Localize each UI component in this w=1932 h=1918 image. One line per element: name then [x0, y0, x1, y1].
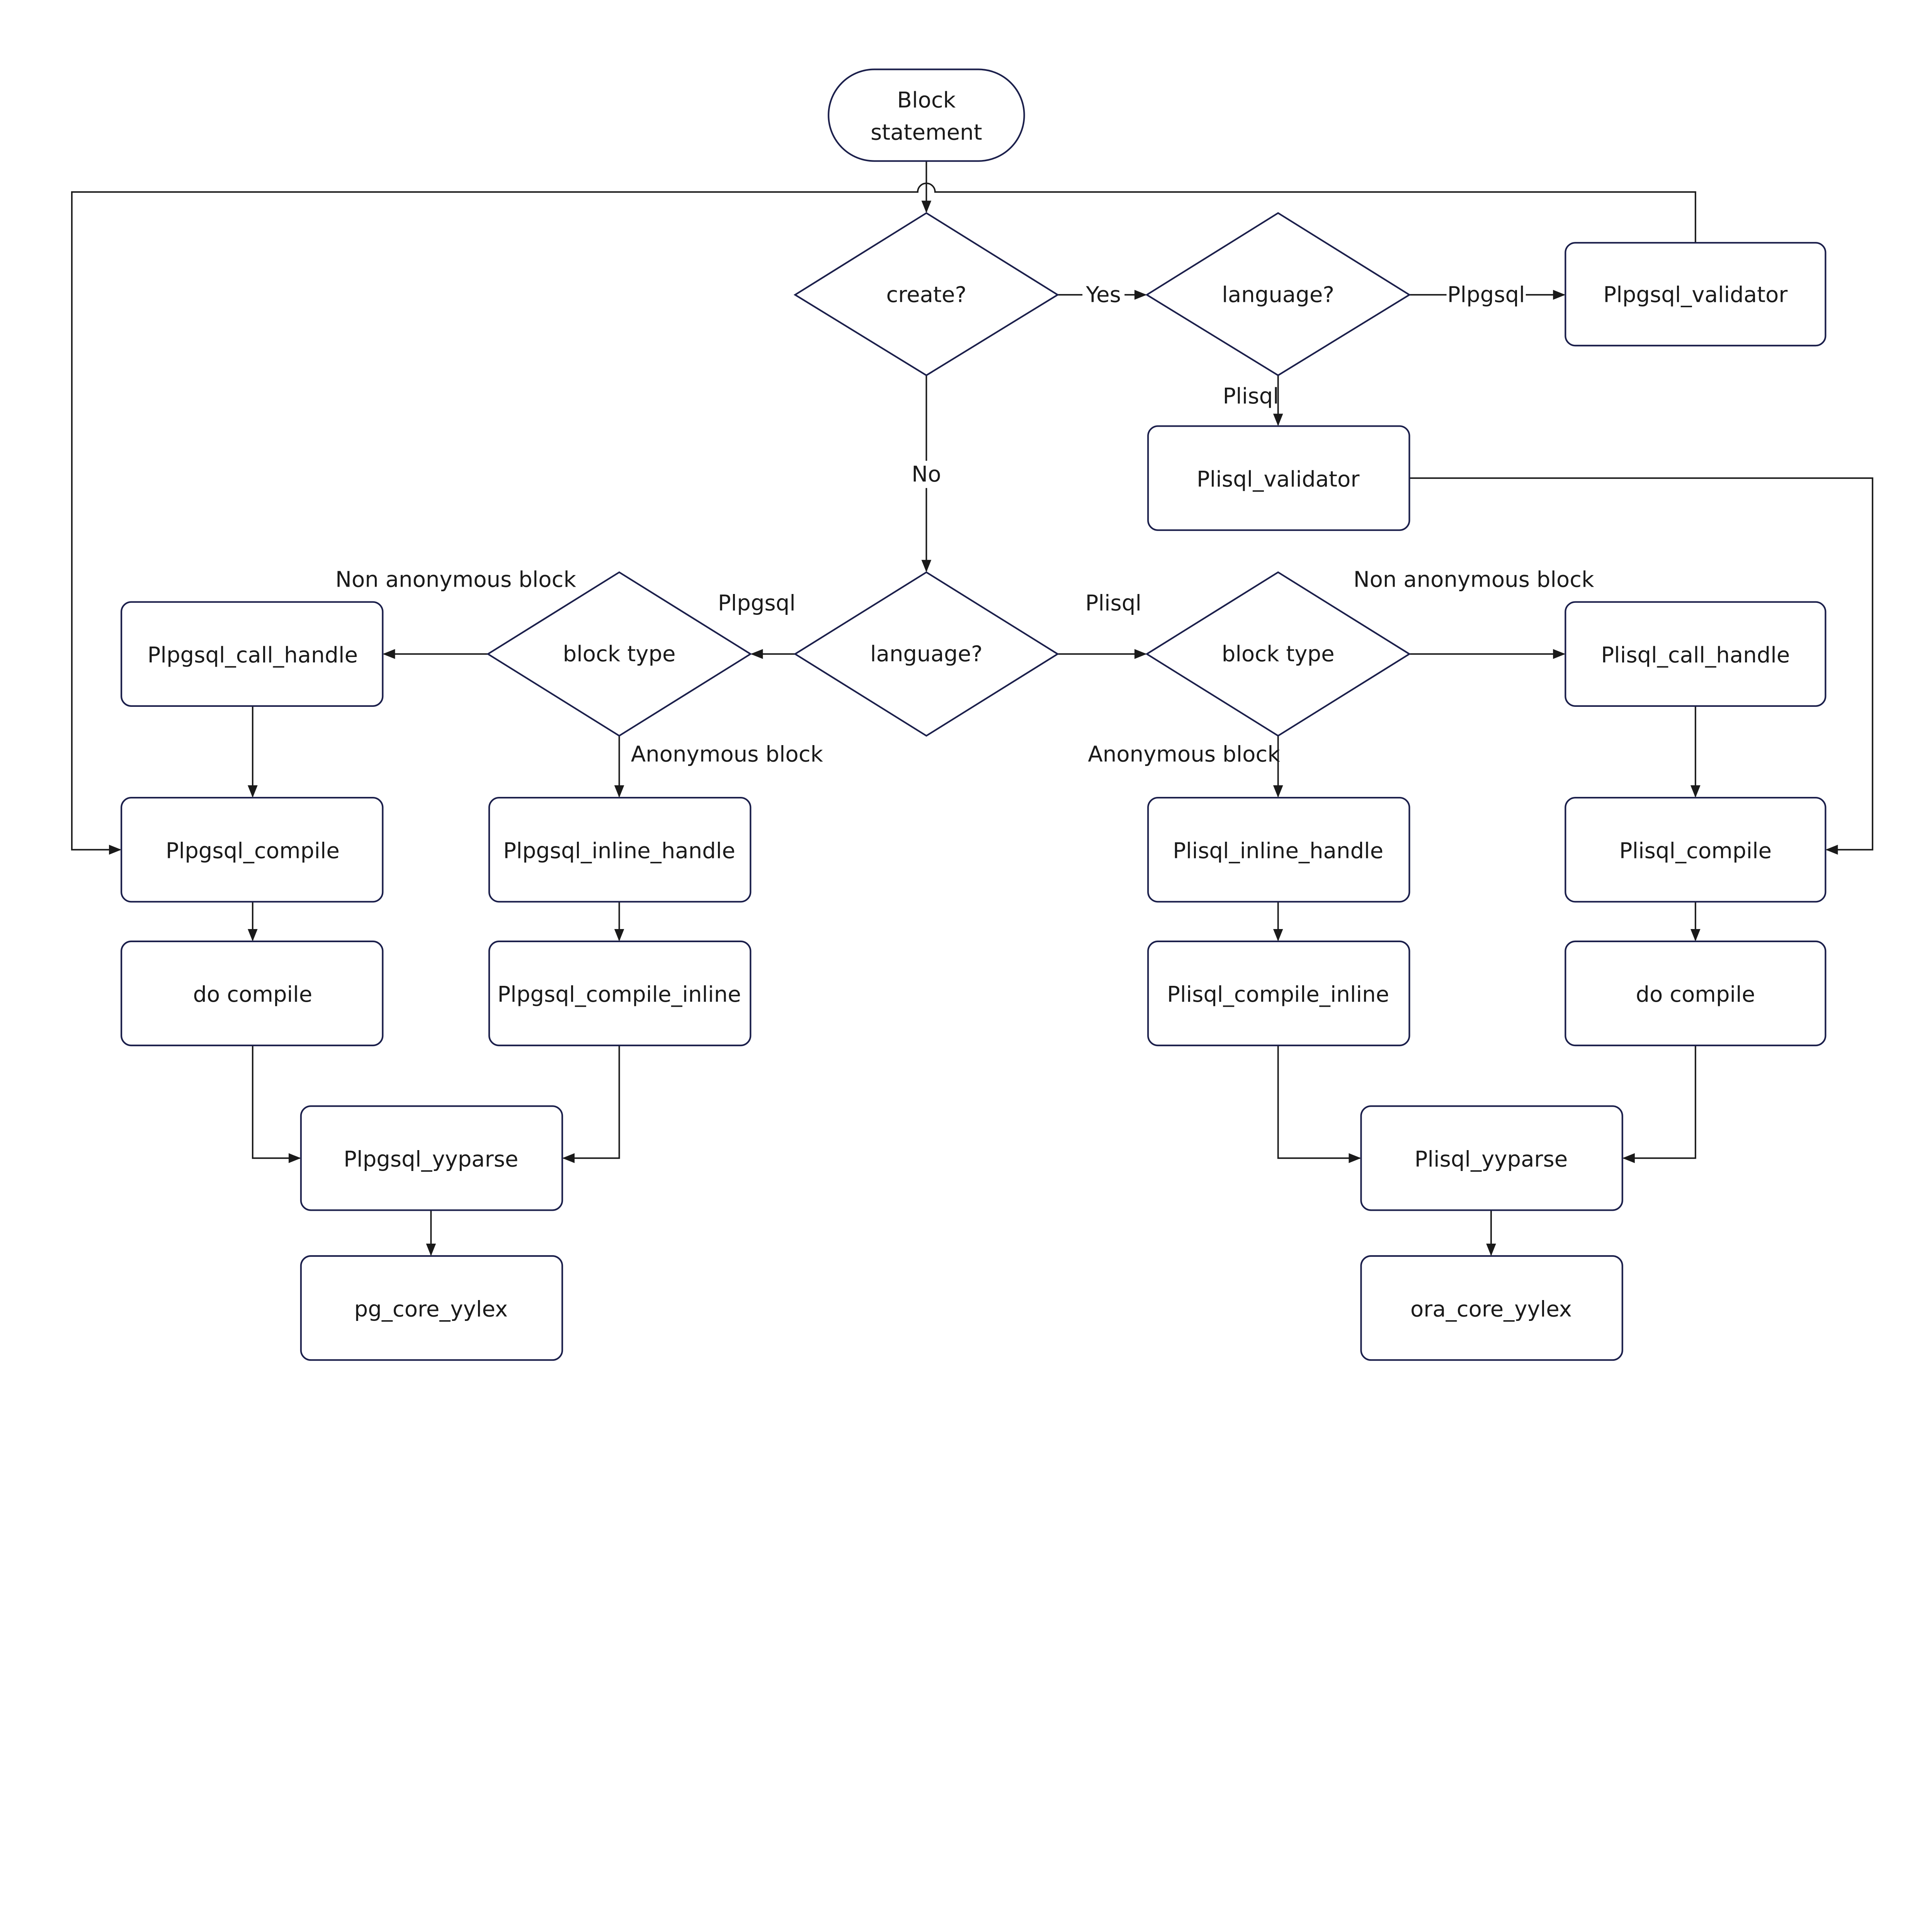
- edge-label-yes: Yes: [1086, 282, 1121, 307]
- language-top-decision[interactable]: language?: [1145, 212, 1411, 376]
- plpgsql-compile-inline-label: Plpgsql_compile_inline: [497, 982, 741, 1007]
- plisql-validator-node[interactable]: Plisql_validator: [1147, 425, 1410, 531]
- edge-label-mid-plpgsql: Plpgsql: [718, 591, 796, 616]
- plisql-yyparse-node[interactable]: Plisql_yyparse: [1360, 1105, 1623, 1211]
- language-top-label: language?: [1222, 282, 1334, 307]
- block-type-left-label: block type: [563, 642, 676, 667]
- plpgsql-call-handle-label: Plpgsql_call_handle: [148, 643, 358, 668]
- pg-core-yylex-label: pg_core_yylex: [354, 1297, 508, 1322]
- plpgsql-validator-label: Plpgsql_validator: [1603, 282, 1788, 307]
- plpgsql-call-handle-node[interactable]: Plpgsql_call_handle: [121, 601, 384, 707]
- plisql-call-handle-node[interactable]: Plisql_call_handle: [1565, 601, 1827, 707]
- block-type-right-label: block type: [1222, 642, 1335, 667]
- plisql-call-handle-label: Plisql_call_handle: [1601, 643, 1790, 668]
- edge-label-left-anonymous: Anonymous block: [631, 742, 823, 767]
- start-label-line1: Block: [897, 88, 956, 113]
- do-compile-right-node[interactable]: do compile: [1565, 940, 1827, 1047]
- edge-label-top-plisql: Plisql: [1223, 384, 1279, 409]
- plisql-compile-inline-node[interactable]: Plisql_compile_inline: [1147, 940, 1410, 1047]
- edge-right-inline-yyparse: [1277, 1045, 1361, 1163]
- ora-core-yylex-node[interactable]: ora_core_yylex: [1360, 1255, 1623, 1361]
- ora-core-yylex-label: ora_core_yylex: [1410, 1297, 1572, 1322]
- language-mid-label: language?: [870, 642, 983, 667]
- block-type-right-decision[interactable]: block type: [1145, 571, 1411, 737]
- do-compile-right-label: do compile: [1636, 982, 1755, 1007]
- create-decision[interactable]: create?: [793, 212, 1060, 376]
- do-compile-left-label: do compile: [193, 982, 312, 1007]
- pg-core-yylex-node[interactable]: pg_core_yylex: [300, 1255, 563, 1361]
- plpgsql-compile-node[interactable]: Plpgsql_compile: [121, 797, 384, 903]
- edge-left-do-yyparse: [252, 1045, 301, 1163]
- plpgsql-inline-handle-node[interactable]: Plpgsql_inline_handle: [488, 797, 752, 903]
- plpgsql-validator-node[interactable]: Plpgsql_validator: [1565, 242, 1827, 347]
- edge-label-top-plpgsql: Plpgsql: [1447, 282, 1525, 307]
- plisql-compile-node[interactable]: Plisql_compile: [1565, 797, 1827, 903]
- plisql-inline-handle-label: Plisql_inline_handle: [1173, 838, 1383, 863]
- edge-label-no: No: [912, 462, 941, 487]
- edge-label-left-non-anonymous: Non anonymous block: [335, 567, 576, 592]
- plisql-compile-inline-label: Plisql_compile_inline: [1167, 982, 1389, 1007]
- plpgsql-compile-inline-node[interactable]: Plpgsql_compile_inline: [488, 940, 752, 1047]
- plpgsql-yyparse-label: Plpgsql_yyparse: [344, 1147, 518, 1172]
- edge-plisql-validator-compile: [1409, 477, 1874, 855]
- create-decision-label: create?: [886, 282, 967, 307]
- plisql-compile-label: Plisql_compile: [1619, 838, 1772, 863]
- edge-left-inline-yyparse: [562, 1045, 620, 1163]
- block-type-left-decision[interactable]: block type: [486, 571, 752, 737]
- plpgsql-yyparse-node[interactable]: Plpgsql_yyparse: [300, 1105, 563, 1211]
- edge-right-do-yyparse: [1622, 1045, 1696, 1163]
- edge-label-mid-plisql: Plisql: [1085, 591, 1141, 616]
- start-node[interactable]: Block statement: [828, 68, 1025, 162]
- plpgsql-compile-label: Plpgsql_compile: [166, 838, 340, 863]
- language-mid-decision[interactable]: language?: [793, 571, 1060, 737]
- edge-label-right-anonymous: Anonymous block: [1088, 742, 1280, 767]
- edge-label-right-non-anonymous: Non anonymous block: [1354, 567, 1594, 592]
- plisql-inline-handle-node[interactable]: Plisql_inline_handle: [1147, 797, 1410, 903]
- flowchart: Block statement create? language? langua…: [71, 68, 1874, 1361]
- plisql-yyparse-label: Plisql_yyparse: [1415, 1147, 1568, 1172]
- edges: [71, 161, 1874, 1256]
- do-compile-left-node[interactable]: do compile: [121, 940, 384, 1047]
- edge-validator-loop: [71, 182, 1696, 855]
- plpgsql-inline-handle-label: Plpgsql_inline_handle: [503, 838, 735, 863]
- start-label-line2: statement: [871, 120, 982, 145]
- plisql-validator-label: Plisql_validator: [1197, 467, 1360, 492]
